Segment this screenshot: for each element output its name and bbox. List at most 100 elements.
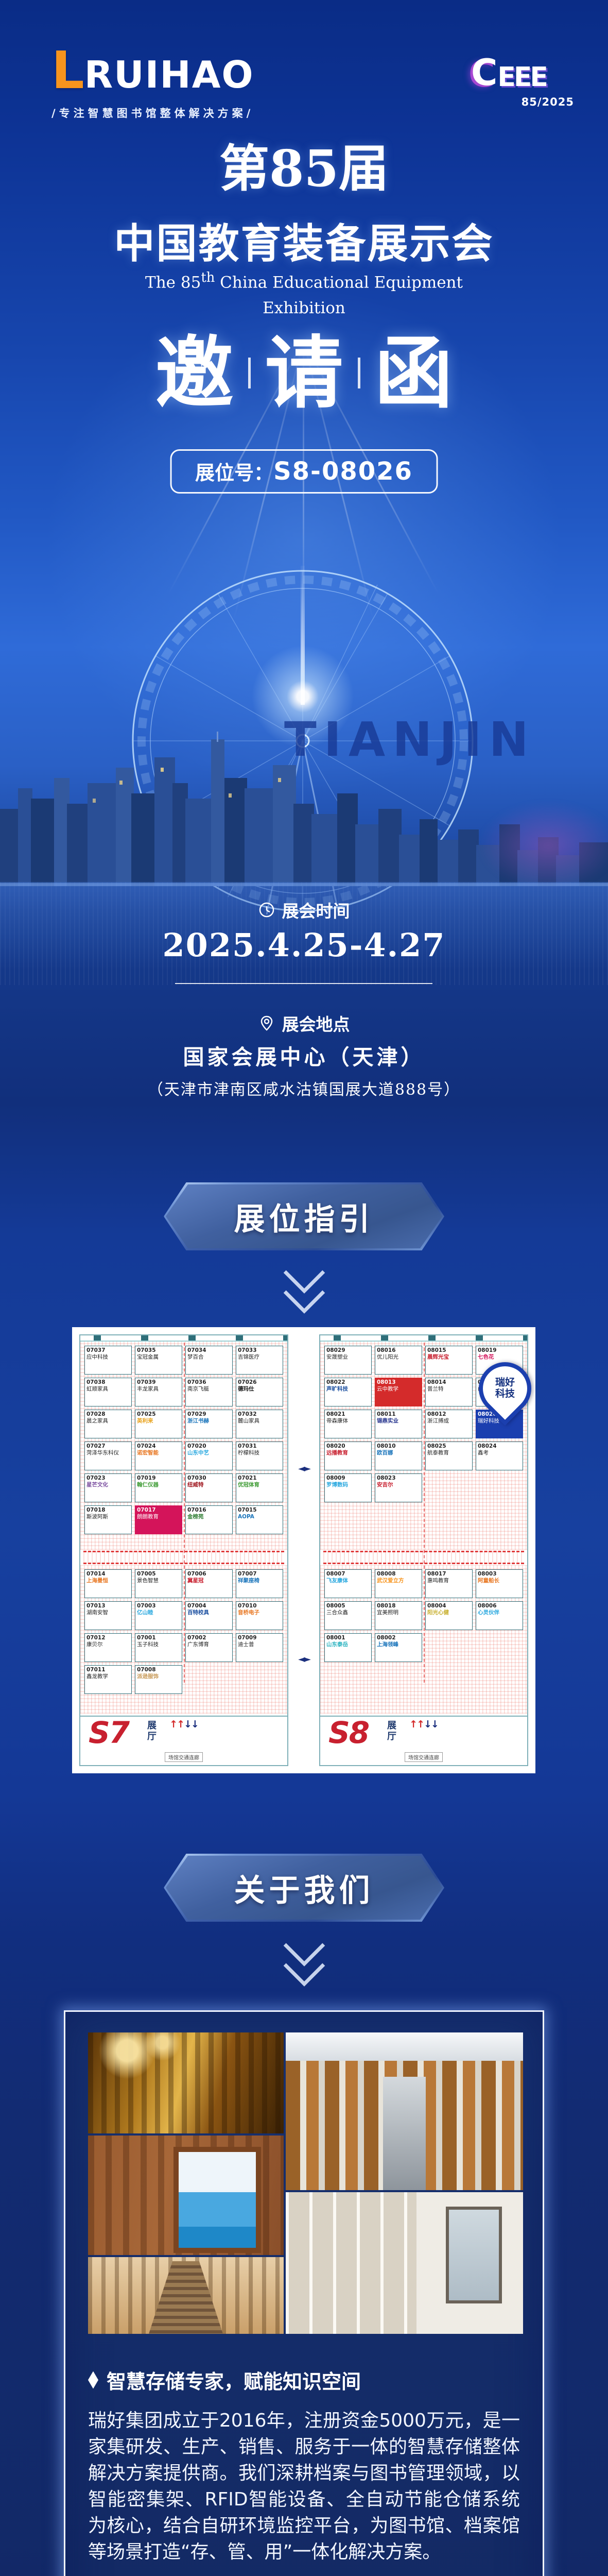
booth-name: 三合众鑫 [326,1609,348,1616]
booth-number: 08009 [326,1475,345,1481]
booth-number: 07023 [86,1475,106,1481]
booth-name: 瑞好科技 [478,1417,499,1424]
booth-name: 金榜苑 [187,1513,204,1520]
booth-number: 07025 [137,1411,156,1417]
hall-s8: 08029 安晟塑业 08016 优儿阳光 08015 晨辉光宝 08019 七… [319,1334,543,1766]
clock-icon [259,902,274,918]
shelf-grid [286,2192,416,2334]
booth-cell: 08016 优儿阳光 [375,1346,422,1375]
booth-name: 百特校具 [187,1609,209,1616]
booth-name: 优冠体育 [238,1481,259,1488]
booth-cell: 07035 宝冠金属 [135,1346,182,1375]
booth-name: 德玛仕 [238,1385,254,1392]
water-reflection [0,882,608,985]
booth-name: 音桥电子 [238,1609,259,1616]
booth-number: 07024 [137,1443,156,1449]
staircase [149,2261,223,2334]
booth-cell: 07039 丰龙家具 [135,1378,182,1406]
booth-cell: 07036 南京飞艇 [185,1378,233,1406]
booth-name: 英利来 [137,1417,153,1424]
booth-number: 07039 [137,1379,156,1385]
booth-cell: 07019 翰仁仪器 [135,1473,182,1502]
booth-name: 晨之家具 [86,1417,108,1424]
between-hall-arrows-icon [298,1463,309,1474]
company-tagline: /专注智慧图书馆整体解决方案/ [51,107,254,120]
event-place-label: 展会地点 [282,1014,350,1035]
booth-name: 鑫龙教学 [86,1673,108,1680]
booth-cell: 08007 飞友康体 [324,1569,372,1598]
section-banner-about: 关于我们 [164,1854,444,1922]
booth-number: 07012 [86,1635,106,1641]
booth-name: 浙江搏成 [427,1417,449,1424]
booth-cell: 07021 优冠体育 [236,1473,283,1502]
booth-cell: 07016 金榜苑 [185,1505,233,1534]
booth-name: 康贝尔 [86,1641,103,1648]
event-time-header: 展会时间 [0,897,608,922]
booth-number: 07035 [137,1347,156,1353]
booth-number: 08020 [326,1443,345,1449]
booth-name: 麓山家具 [238,1417,259,1424]
booth-guide-title: 展位指引 [234,1201,374,1238]
booth-cell: 08020 远播教育 [324,1442,372,1470]
booth-number: 08003 [478,1571,497,1577]
booth-name: 派逊服饰 [137,1673,159,1680]
booth-name: 冀星冠 [187,1577,204,1584]
booth-cell: 07028 晨之家具 [84,1410,132,1438]
booth-number: 07020 [187,1443,206,1449]
booth-name: 虹顺家具 [86,1385,108,1392]
booth-name: 飞友康体 [326,1577,348,1584]
booth-number: 08022 [326,1379,345,1385]
booth-cell: 07017 朗朗教育 [135,1505,182,1534]
booth-cell: 08013 云中教学 [375,1378,422,1406]
booth-name: 柠檬科技 [238,1449,259,1456]
booth-number: 08010 [377,1443,396,1449]
booth-name: 阿童船长 [478,1577,499,1584]
booth-name: 山东泰岳 [326,1641,348,1648]
booth-name: 应中科技 [86,1353,108,1360]
booth-name: 上海曼恒 [86,1577,108,1584]
booth-name: 上海领峰 [377,1641,398,1648]
booth-name: 广东博育 [187,1641,209,1648]
booth-cell: 07037 应中科技 [84,1346,132,1375]
hall-s7-lower-booths: 07014 上海曼恒 07005 景色智慧 07006 冀星冠 07007 祥聚… [80,1565,287,1714]
title-english-suffix: China Educational Equipment [215,273,463,292]
booth-name: 航泰教育 [427,1449,449,1456]
hall-s7-footer: S7 展厅 场馆交通连廊 [80,1716,287,1765]
booth-number: 08012 [427,1411,446,1417]
booth-name: 心灵伙伴 [478,1609,499,1616]
booth-number: 07005 [137,1571,156,1577]
section-banner-booth-guide: 展位指引 [164,1182,444,1250]
ceiling [286,2032,523,2061]
booth-cell: 07003 亿山睦 [135,1601,182,1630]
booth-cell: 08025 航泰教育 [425,1442,473,1470]
booth-number: 07028 [86,1411,106,1417]
booth-name: 优儿阳光 [377,1353,398,1360]
photo-staircase [88,2257,284,2334]
hall-s7-upper-booths: 07037 应中科技 07035 宝冠金属 07034 梦百合 07033 吉锦… [80,1342,287,1550]
booth-number: 07038 [86,1379,106,1385]
booth-name: 诺宏智能 [137,1449,159,1456]
purple-cloud [479,802,608,889]
booth-cell: 08029 安晟塑业 [324,1346,372,1375]
title-english: The 85th China Educational Equipment Exh… [0,265,608,321]
hall-label: 展厅 [387,1720,396,1742]
booth-name: 山东中艺 [187,1449,209,1456]
booth-number: 08019 [478,1347,497,1353]
booth-cell: 07001 玉子科技 [135,1633,182,1662]
booth-name: 亿山睦 [137,1609,153,1616]
booth-cell: 08021 帝森康体 [324,1410,372,1438]
booth-name: 湖南安智 [86,1609,108,1616]
booth-number: 07031 [238,1443,257,1449]
booth-cell: 07008 派逊服饰 [135,1665,182,1694]
booth-name: 宝冠金属 [137,1353,159,1360]
booth-cell: 07011 鑫龙教学 [84,1665,132,1694]
booth-name: 丰龙家具 [137,1385,159,1392]
booth-cell: 07034 梦百合 [185,1346,233,1375]
booth-name: 晨辉光宝 [427,1353,449,1360]
booth-cell: 07027 菏泽华东科仪 [84,1442,132,1470]
booth-name: 梦百合 [187,1353,204,1360]
title-english-line2: Exhibition [263,299,345,318]
booth-cell: 08003 阿童船长 [476,1569,523,1598]
hall-wall [320,1335,527,1342]
hall-corridor [323,1551,524,1564]
